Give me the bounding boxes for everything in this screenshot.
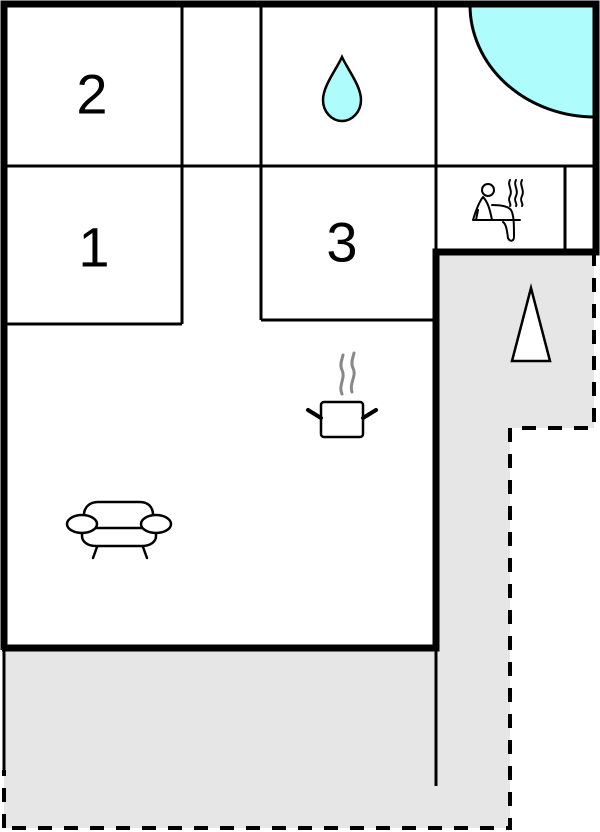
living-room-sofa-icon bbox=[65, 500, 173, 560]
kitchen-pot-icon bbox=[306, 351, 378, 439]
bathroom-water-drop-icon bbox=[321, 54, 363, 123]
interior-walls bbox=[2, 4, 596, 786]
sauna-icon bbox=[472, 179, 524, 242]
room-label-1: 1 bbox=[78, 216, 109, 279]
room-label-2: 2 bbox=[76, 63, 107, 126]
north-arrow-icon bbox=[510, 283, 552, 363]
outdoor-terrace bbox=[4, 252, 594, 828]
terrace-right-area bbox=[4, 252, 594, 828]
interior bbox=[4, 4, 596, 648]
terrace-right-dashed-edge bbox=[4, 252, 596, 830]
terrace-boundary bbox=[2, 252, 596, 830]
pool-quarter-circle-icon bbox=[468, 3, 597, 119]
room-label-3: 3 bbox=[326, 211, 357, 274]
exterior-walls bbox=[0, 0, 600, 652]
